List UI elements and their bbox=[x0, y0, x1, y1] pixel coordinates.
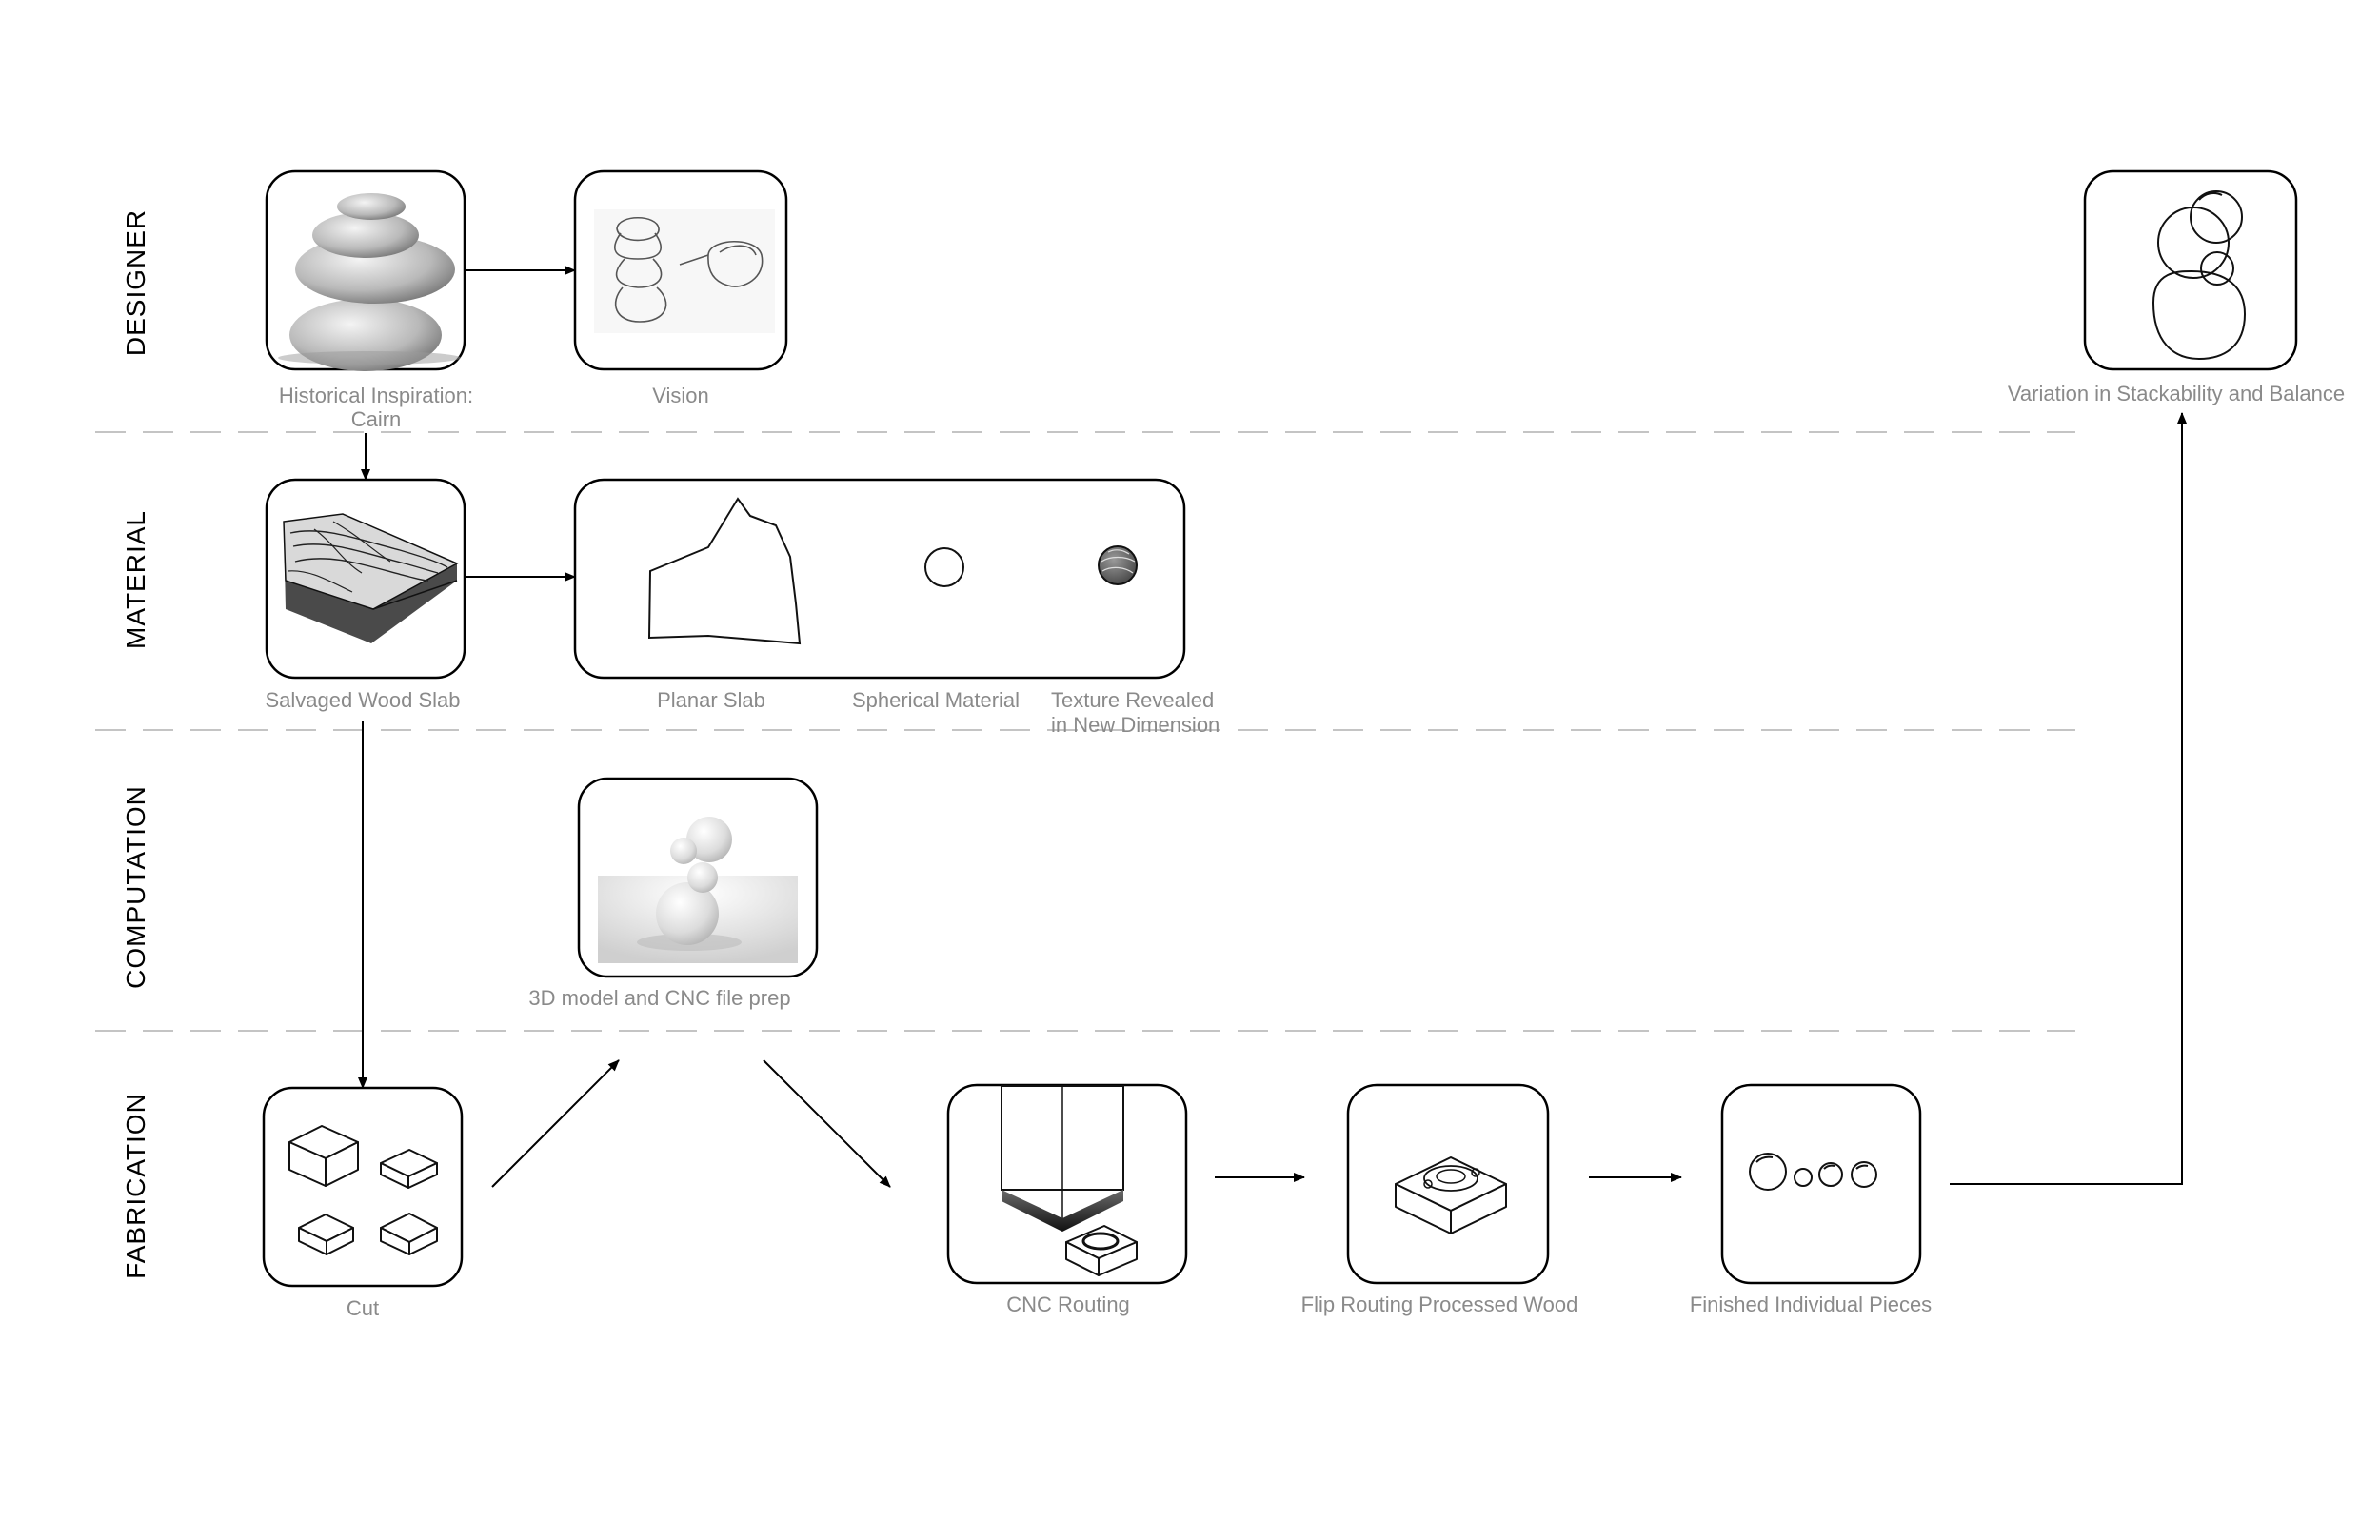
step-finished-pieces: Finished Individual Pieces bbox=[1690, 1085, 1932, 1316]
step-caption: Cairn bbox=[351, 407, 402, 431]
step-caption: in New Dimension bbox=[1051, 713, 1220, 737]
step-caption: Historical Inspiration: bbox=[279, 384, 473, 407]
step-model-prep: 3D model and CNC file prep bbox=[528, 779, 817, 1010]
lane-label-fabrication: FABRICATION bbox=[121, 1093, 150, 1279]
step-flip-routing: Flip Routing Processed Wood bbox=[1301, 1085, 1578, 1316]
lane-label-material: MATERIAL bbox=[121, 510, 150, 649]
step-caption: Salvaged Wood Slab bbox=[265, 688, 460, 712]
step-caption: Vision bbox=[652, 384, 709, 407]
pencil-sketch bbox=[594, 209, 775, 333]
lane-label-computation: COMPUTATION bbox=[121, 785, 150, 989]
step-cut: Cut bbox=[264, 1088, 462, 1320]
step-salvaged-wood-slab: Salvaged Wood Slab bbox=[265, 480, 465, 712]
step-material-group: Planar Slab Spherical Material Texture R… bbox=[575, 480, 1220, 737]
step-caption: Variation in Stackability and Balance bbox=[2008, 382, 2345, 405]
step-vision: Vision bbox=[575, 171, 786, 407]
step-caption: Cut bbox=[347, 1296, 379, 1320]
step-caption: Spherical Material bbox=[852, 688, 1020, 712]
step-caption: 3D model and CNC file prep bbox=[528, 986, 790, 1010]
step-caption: Texture Revealed bbox=[1051, 688, 1214, 712]
lane-label-designer: DESIGNER bbox=[121, 209, 150, 356]
arrow-model-to-cnc bbox=[764, 1060, 890, 1187]
step-caption: CNC Routing bbox=[1006, 1293, 1130, 1316]
step-caption: Flip Routing Processed Wood bbox=[1301, 1293, 1578, 1316]
step-cnc-routing: CNC Routing bbox=[948, 1085, 1186, 1316]
arrow-cut-to-model bbox=[492, 1060, 619, 1187]
step-variation: Variation in Stackability and Balance bbox=[2008, 171, 2345, 405]
step-historical-inspiration: Historical Inspiration: Cairn bbox=[267, 171, 473, 431]
step-caption: Finished Individual Pieces bbox=[1690, 1293, 1932, 1316]
arrow-finished-to-variation bbox=[1950, 413, 2182, 1184]
textured-sphere bbox=[1099, 546, 1137, 584]
step-caption: Planar Slab bbox=[657, 688, 765, 712]
